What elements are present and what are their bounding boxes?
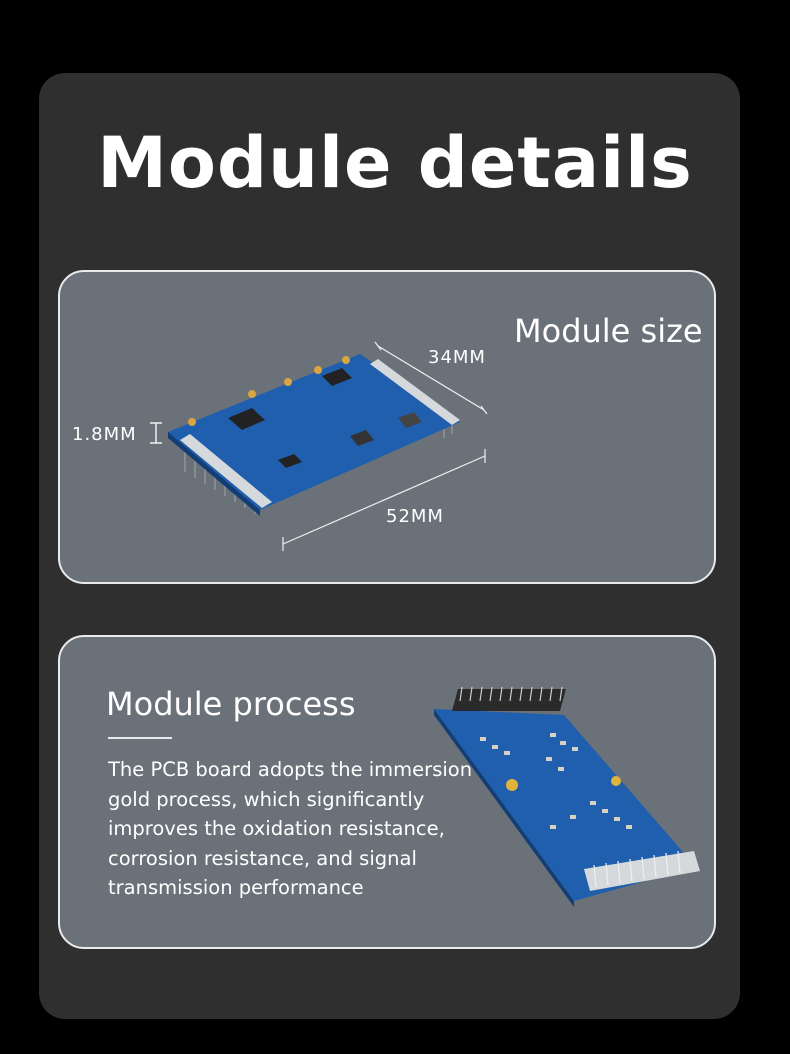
module-size-heading: Module size (514, 312, 703, 350)
length-dimension-line (282, 449, 486, 551)
dimension-thickness-label: 1.8MM (72, 424, 137, 445)
thickness-dimension-icon (150, 422, 162, 444)
heading-divider (108, 737, 172, 739)
dimension-width-label: 34MM (428, 347, 486, 368)
pcb-board-image (434, 686, 700, 907)
module-process-description: The PCB board adopts the immersion gold … (108, 758, 473, 899)
module-size-card: Module size (58, 270, 716, 584)
pcb-board-image (168, 354, 460, 516)
module-process-card: Module process The PCB board adopts the … (58, 635, 716, 949)
module-process-heading: Module process (106, 685, 356, 723)
width-dimension-line (374, 341, 488, 415)
page-title: Module details (97, 122, 693, 204)
dimension-length-label: 52MM (386, 506, 444, 527)
